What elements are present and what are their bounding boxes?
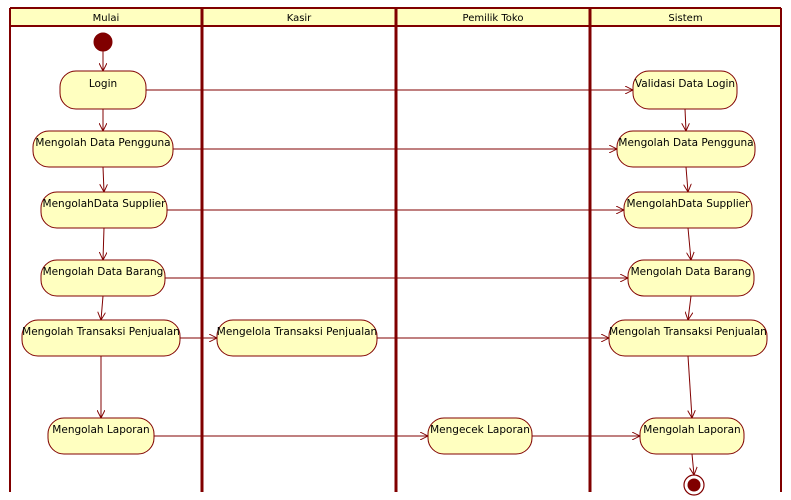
- activity-p1: Mengecek Laporan: [427, 417, 533, 455]
- activity-label: Mengolah Data Barang: [631, 266, 752, 278]
- activity-a4: Mengolah Data Barang: [40, 259, 166, 297]
- flow-a4-to-a5: [101, 295, 103, 320]
- activity-box: [59, 70, 147, 110]
- activity-a1: Login: [59, 70, 147, 110]
- activity-label: Mengelola Transaksi Penjualan: [217, 326, 377, 338]
- final-node-core: [687, 478, 701, 492]
- swimlanes: Mulai Kasir Pemilik Toko Sistem: [9, 7, 782, 492]
- activity-a3: MengolahData Supplier: [40, 191, 168, 229]
- lane-title-pemilik: Pemilik Toko: [463, 13, 524, 24]
- initial-node-icon: [93, 32, 113, 52]
- activity-label: Mengolah Laporan: [643, 424, 740, 436]
- activity-box: [32, 130, 174, 168]
- activity-box: [623, 191, 753, 229]
- flow-s4-to-s5: [688, 295, 691, 320]
- activity-k1: Mengelola Transaksi Penjualan: [216, 319, 378, 357]
- activity-box: [47, 417, 155, 455]
- activity-box: [616, 130, 756, 168]
- activity-label: Mengecek Laporan: [430, 424, 530, 436]
- activity-box: [639, 417, 745, 455]
- activity-label: Login: [89, 78, 117, 90]
- activity-s3: MengolahData Supplier: [623, 191, 753, 229]
- activity-box: [216, 319, 378, 357]
- activity-label: Mengolah Data Pengguna: [35, 137, 170, 149]
- flow-s5-to-s6: [688, 355, 692, 418]
- flow-a3-to-a4: [103, 227, 104, 260]
- activity-a6: Mengolah Laporan: [47, 417, 155, 455]
- activity-s1: Validasi Data Login: [632, 70, 738, 110]
- activity-s5: Mengolah Transaksi Penjualan: [608, 319, 768, 357]
- activity-box: [608, 319, 768, 357]
- flow-s1-to-s2: [685, 108, 686, 131]
- flow-s2-to-s3: [686, 166, 688, 192]
- activity-s2: Mengolah Data Pengguna: [616, 130, 756, 168]
- flow-s3-to-s4: [688, 227, 691, 260]
- activity-s4: Mengolah Data Barang: [627, 259, 755, 297]
- activity-box: [40, 259, 166, 297]
- flow-s6-to-end: [692, 453, 694, 475]
- activity-label: Mengolah Data Pengguna: [618, 137, 753, 149]
- activity-label: Mengolah Laporan: [52, 424, 149, 436]
- activity-a5: Mengolah Transaksi Penjualan: [21, 319, 181, 357]
- activity-s6: Mengolah Laporan: [639, 417, 745, 455]
- activity-label: MengolahData Supplier: [627, 198, 751, 210]
- activity-label: Validasi Data Login: [635, 78, 735, 90]
- activity-label: MengolahData Supplier: [43, 198, 167, 210]
- activity-box: [427, 417, 533, 455]
- activity-a2: Mengolah Data Pengguna: [32, 130, 174, 168]
- lane-title-mulai: Mulai: [93, 13, 120, 24]
- lane-title-kasir: Kasir: [287, 13, 312, 24]
- activity-label: Mengolah Transaksi Penjualan: [22, 326, 180, 338]
- activity-box: [627, 259, 755, 297]
- activity-box: [40, 191, 168, 229]
- activity-label: Mengolah Data Barang: [43, 266, 164, 278]
- control-flows: [101, 51, 694, 475]
- activity-label: Mengolah Transaksi Penjualan: [609, 326, 767, 338]
- lane-title-sistem: Sistem: [668, 13, 702, 24]
- activity-box: [21, 319, 181, 357]
- final-node-icon: [683, 474, 705, 496]
- activity-box: [632, 70, 738, 110]
- flow-a2-to-a3: [103, 166, 104, 192]
